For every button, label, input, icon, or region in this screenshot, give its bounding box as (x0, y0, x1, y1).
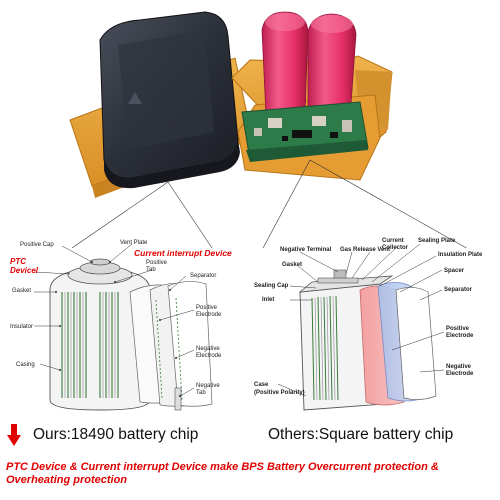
label-gasket: Gasket (282, 262, 302, 268)
label-separator: Separator (444, 287, 473, 293)
label-sealing-plate: Sealing Plate (418, 238, 456, 244)
label-vent-plate: Vent Plate (120, 240, 148, 246)
caption-ours: Ours:18490 battery chip (33, 426, 199, 443)
label-current-collector: Current Collector (382, 238, 409, 251)
label-ptc-device: PTC Devicel (10, 257, 39, 275)
label-positive-cap: Positive Cap (20, 242, 54, 248)
cylindrical-cell-diagram: Positive Cap Vent Plate Current interrup… (10, 240, 240, 413)
label-casing: Casing (16, 362, 35, 368)
caption-others: Others:Square battery chip (268, 426, 454, 443)
label-sealing-cap: Sealing Cap (254, 283, 289, 289)
label-inlet: Inlet (262, 297, 274, 303)
black-battery-pack (69, 11, 252, 198)
label-positive-tab: Positive Tab (146, 260, 169, 273)
label-insulation-plate: Insulation Plate (438, 252, 483, 258)
label-insulator: Insulator (10, 324, 33, 330)
label-case: Case (Positive Polarity) (254, 382, 305, 396)
label-spacer: Spacer (444, 268, 465, 274)
label-gasket: Gasket (12, 288, 31, 294)
open-battery-pack (231, 11, 393, 181)
label-negative-electrode: Negative Electrode (196, 346, 222, 359)
label-gas-release-vent: Gas Release Vent (340, 247, 390, 253)
label-negative-terminal: Negative Terminal (280, 247, 332, 253)
footer-note: PTC Device & Current interrupt Device ma… (6, 461, 439, 486)
label-negative-tab: Negative Tab (196, 383, 221, 396)
callout-lines (71, 159, 471, 251)
label-positive-electrode: Positive Electrode (446, 326, 474, 339)
label-negative-electrode: Negative Electrode (446, 364, 474, 377)
label-separator: Separator (190, 273, 216, 279)
square-cell-diagram: Negative Terminal Gas Release Vent Curre… (244, 238, 496, 413)
label-positive-electrode: Positive Electrode (196, 305, 222, 318)
down-arrow-icon (7, 424, 21, 446)
label-current-interrupt-device: Current interrupt Device (134, 248, 232, 258)
